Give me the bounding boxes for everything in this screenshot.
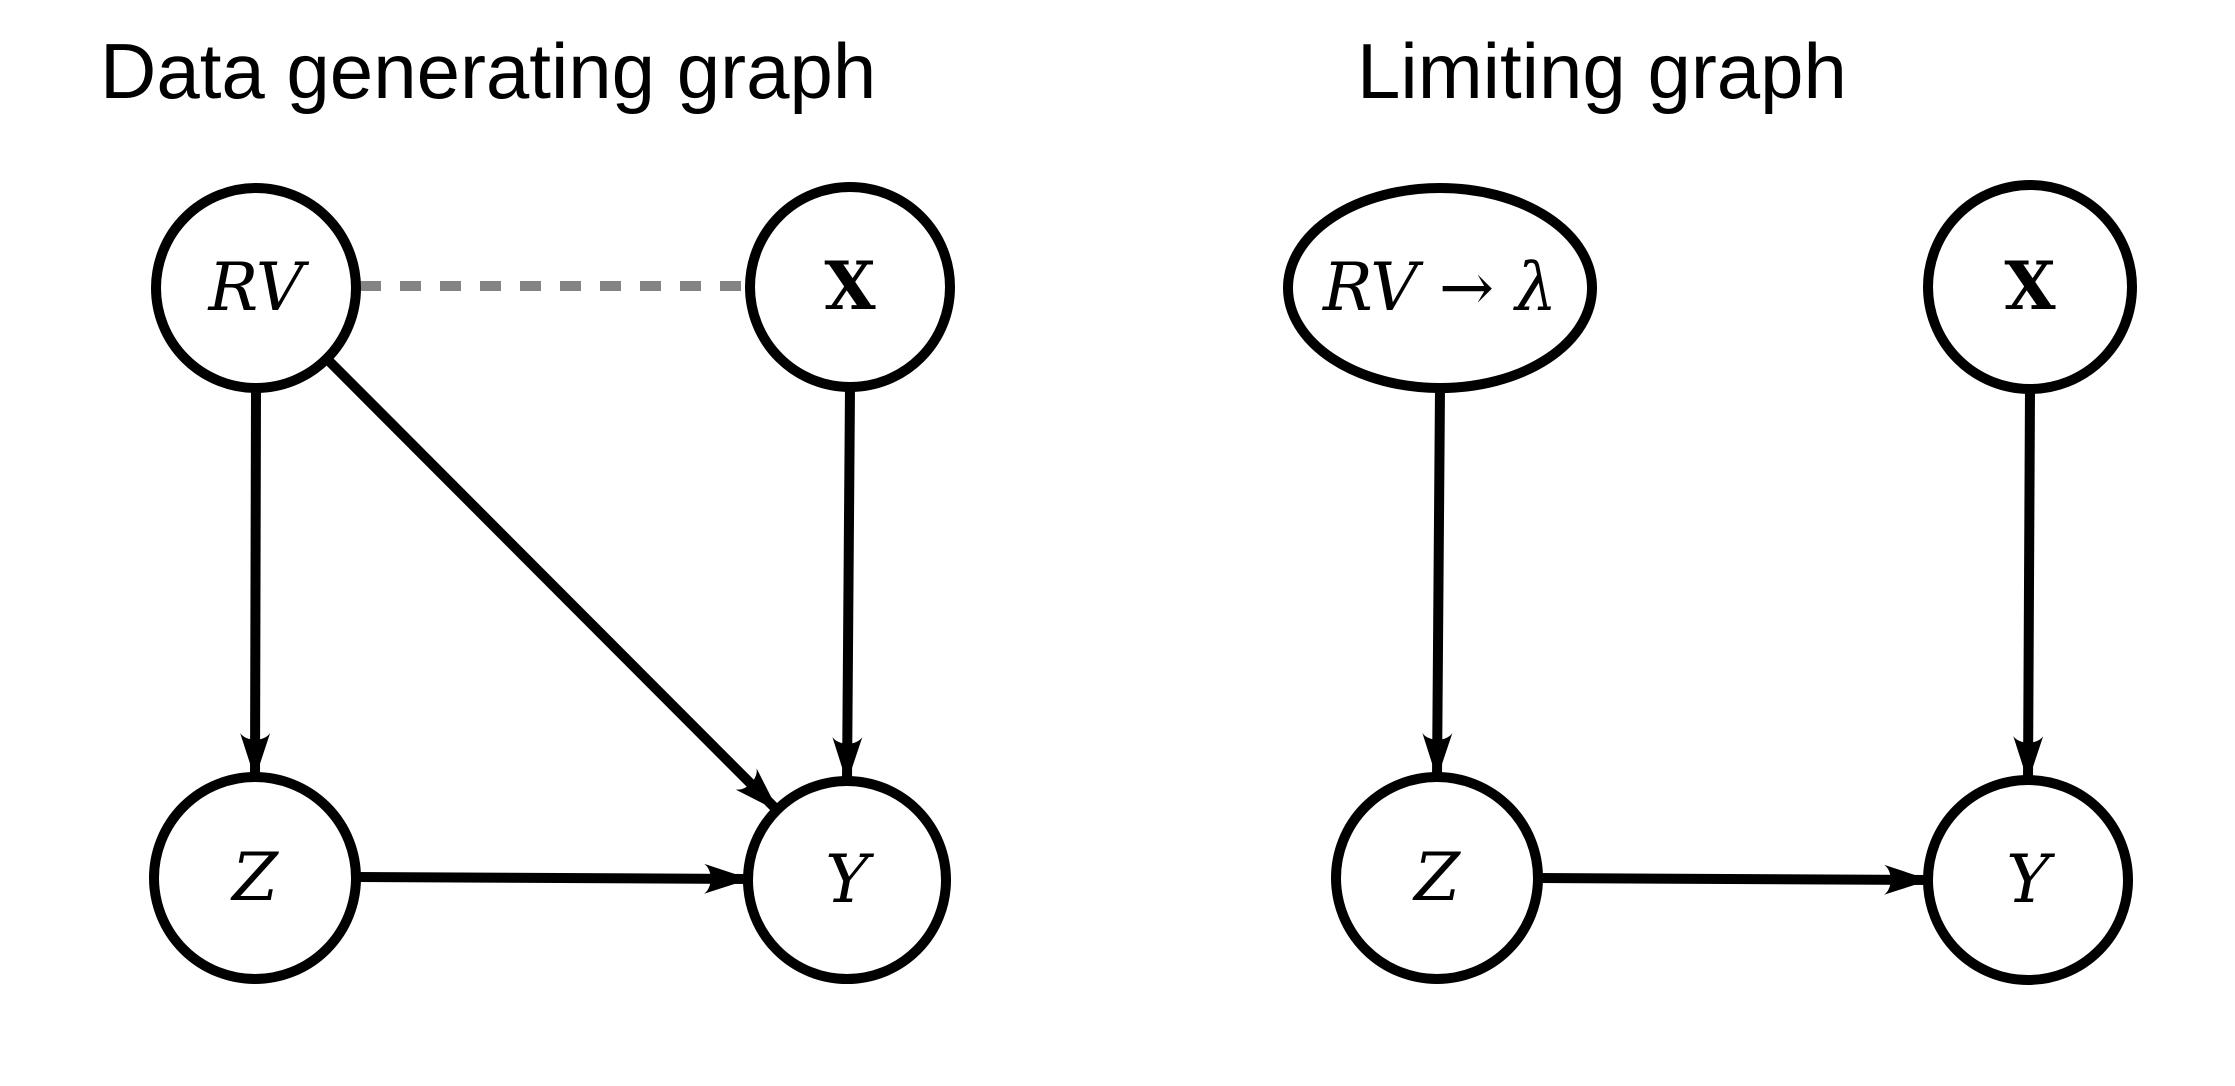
node-rv-left: RV: [151, 183, 361, 393]
edge-rv-y-arrow: [323, 355, 781, 814]
node-label-z: Z: [230, 839, 279, 916]
ellipse-outline: [1283, 183, 1597, 393]
circle-outline: [149, 772, 361, 984]
left-panel-title: Data generating graph: [100, 27, 877, 115]
edge-z-y-arrow: [1537, 864, 1930, 895]
node-label-y: Y: [2006, 841, 2055, 918]
node-y-right: Y: [1923, 775, 2133, 985]
node-label-y: Y: [825, 841, 874, 918]
node-z-right: Z: [1331, 772, 1543, 984]
circle-outline: [743, 776, 951, 984]
node-z-left: Z: [149, 772, 361, 984]
node-y-left: Y: [743, 776, 951, 984]
node-rv-lambda-right: RV → λ: [1283, 183, 1597, 393]
node-x-left: X: [745, 182, 955, 392]
right-panel-title: Limiting graph: [1357, 27, 1847, 115]
edge-x-y-arrow: [2013, 388, 2044, 782]
circle-outline: [745, 182, 955, 392]
edge-rv-z-arrow: [240, 387, 271, 779]
node-label-x: X: [824, 247, 876, 325]
node-label-rv-lambda: RV → λ: [1322, 249, 1557, 326]
edge-rv-lambda-z-arrow: [1422, 387, 1453, 779]
edge-z-y-arrow: [355, 863, 750, 894]
edge-x-y-arrow: [832, 386, 863, 783]
node-label-z: Z: [1412, 839, 1461, 916]
node-label-rv: RV: [207, 249, 309, 326]
circle-outline: [151, 183, 361, 393]
node-x-right: X: [1923, 180, 2137, 394]
circle-outline: [1331, 772, 1543, 984]
circle-outline: [1923, 775, 2133, 985]
node-label-x: X: [2004, 247, 2056, 325]
circle-outline: [1923, 180, 2137, 394]
